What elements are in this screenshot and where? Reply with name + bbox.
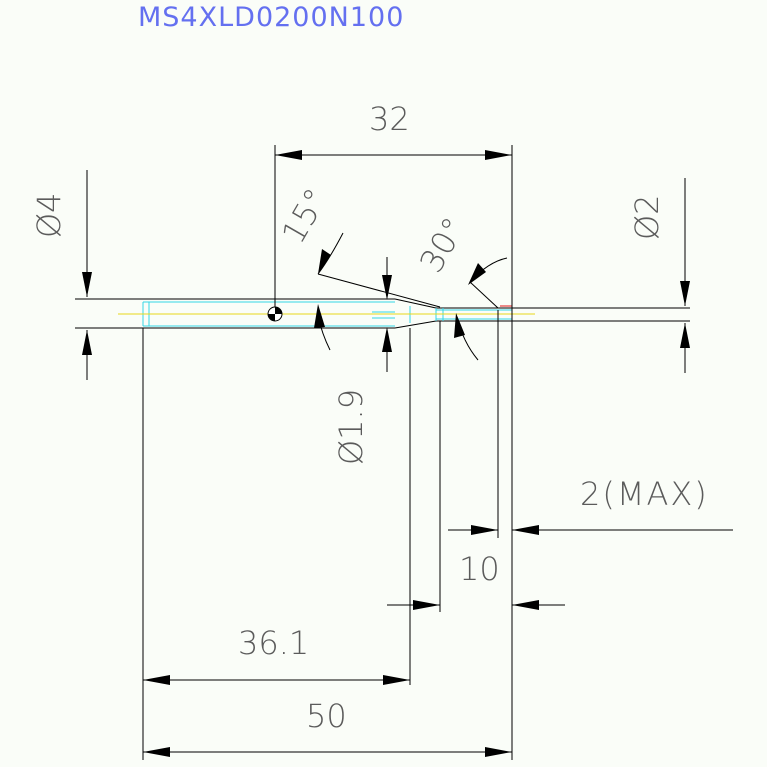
dim-36-1 bbox=[143, 675, 410, 685]
dim-2-max bbox=[448, 525, 733, 535]
label-dia-2: Ø2 bbox=[628, 194, 666, 240]
part-body bbox=[75, 273, 690, 329]
label-angle-30: 30° bbox=[412, 211, 473, 279]
dim-50 bbox=[143, 747, 512, 757]
part-number-title: MS4XLD0200N100 bbox=[138, 2, 404, 33]
label-dia-4: Ø4 bbox=[30, 192, 68, 238]
extension-lines bbox=[86, 145, 686, 760]
label-angle-15: 15° bbox=[274, 182, 335, 250]
dim-dia-2 bbox=[680, 281, 690, 348]
label-dia-1-9: Ø1.9 bbox=[332, 389, 370, 465]
dim-angle-30 bbox=[454, 257, 508, 361]
dim-angle-15 bbox=[314, 232, 344, 351]
dim-32 bbox=[275, 150, 512, 160]
dim-10 bbox=[387, 600, 565, 610]
label-2-max: 2(MAX) bbox=[580, 475, 709, 513]
label-36-1: 36.1 bbox=[238, 624, 309, 662]
dim-dia-1-9 bbox=[382, 275, 392, 352]
label-32: 32 bbox=[369, 100, 410, 138]
datum-symbol bbox=[267, 306, 283, 322]
dim-dia-4 bbox=[82, 272, 92, 355]
label-10: 10 bbox=[459, 550, 500, 588]
label-50: 50 bbox=[306, 697, 347, 735]
